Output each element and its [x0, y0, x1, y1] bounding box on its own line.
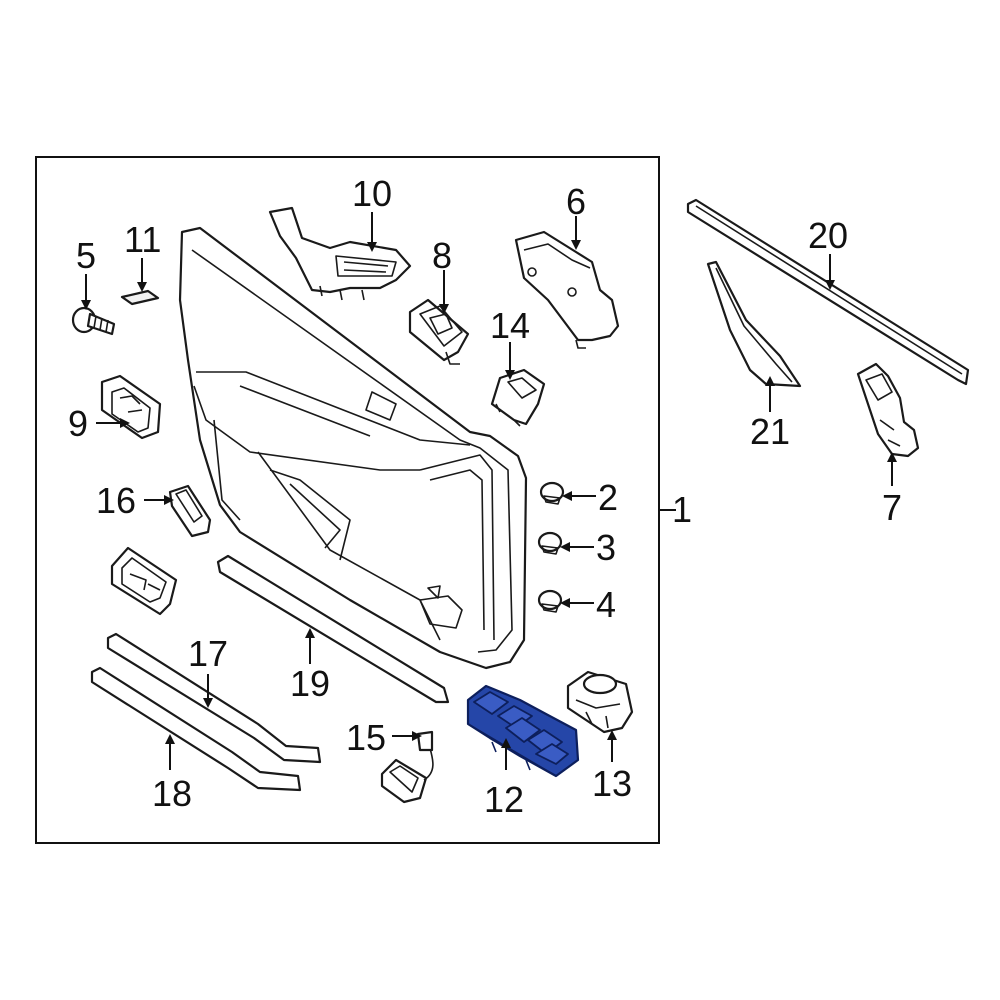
part-14-connector	[490, 368, 546, 427]
callout-7: 7	[882, 487, 902, 528]
callout-11: 11	[124, 219, 161, 260]
leader-arrowheads	[81, 240, 897, 748]
callout-21: 21	[750, 411, 790, 452]
callout-12: 12	[484, 779, 524, 820]
part-21-cover	[706, 260, 802, 388]
part-2-clip	[539, 481, 565, 505]
callout-13: 13	[592, 763, 632, 804]
callout-10: 10	[352, 173, 392, 214]
part-12-master-switch	[466, 684, 580, 778]
part-19-strip	[216, 554, 450, 704]
callout-15: 15	[346, 717, 386, 758]
callout-18: 18	[152, 773, 192, 814]
part-4-clip	[537, 589, 563, 613]
callout-3: 3	[596, 527, 616, 568]
part-16-clip	[168, 484, 212, 538]
part-18-strip	[90, 666, 302, 792]
part-5-screw	[71, 306, 116, 336]
part-13-mirror-switch	[566, 670, 634, 734]
callout-17: 17	[188, 633, 228, 674]
callout-16: 16	[96, 480, 136, 521]
callout-2: 2	[598, 477, 618, 518]
callout-14: 14	[490, 305, 530, 346]
callout-19: 19	[290, 663, 330, 704]
part-7-bracket	[856, 362, 920, 458]
assembly-frame	[35, 156, 660, 844]
callout-20: 20	[808, 215, 848, 256]
part-3-clip	[537, 531, 563, 555]
part-9-switch-bezel	[100, 374, 162, 440]
callout-labels: 1 2 3 4 5 6 7 8 9 10 11 12 13 14 15 16 1…	[68, 173, 902, 820]
part-10-upper-trim	[268, 206, 412, 301]
callout-5: 5	[76, 235, 96, 276]
door-trim-panel	[178, 226, 528, 670]
part-11-pad	[120, 289, 160, 306]
part-17-strip	[106, 632, 322, 764]
callout-4: 4	[596, 584, 616, 625]
callout-9: 9	[68, 403, 88, 444]
part-15-switch	[380, 730, 434, 804]
part-8-switch	[408, 298, 470, 365]
callout-6: 6	[566, 181, 586, 222]
callout-1: 1	[672, 489, 692, 530]
callout-8: 8	[432, 235, 452, 276]
part-6-bracket	[514, 230, 620, 349]
lower-switch-bezel	[110, 546, 178, 616]
